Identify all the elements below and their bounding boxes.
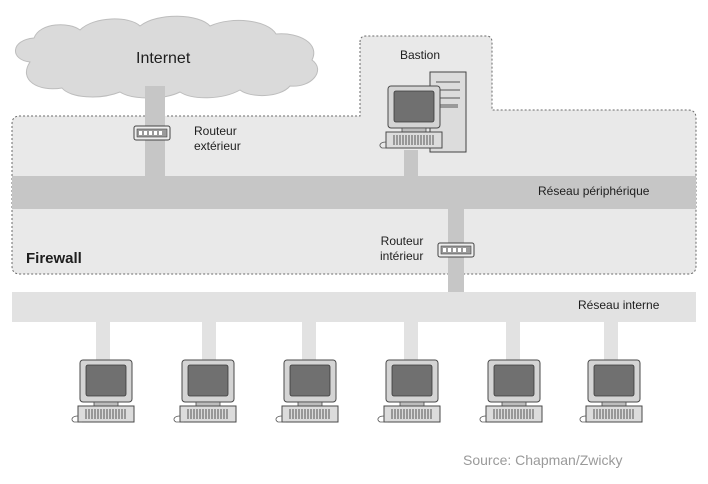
firewall-label: Firewall (26, 250, 82, 267)
internet-cloud (15, 15, 319, 99)
exterior-router-label-line1: Routeur (194, 124, 237, 138)
exterior-router-label-line2: extérieur (194, 139, 241, 153)
exterior-router-icon (133, 125, 171, 141)
workstation-icon (579, 359, 643, 423)
bastion-label: Bastion (400, 48, 441, 62)
workstation-drops (96, 322, 618, 362)
internal-network-bar (12, 292, 696, 322)
interior-router-label-line1: Routeur (380, 234, 424, 248)
exterior-router-label: Routeur extérieur (194, 124, 241, 154)
peripheral-network-bar (12, 176, 696, 209)
interior-router-icon (437, 242, 475, 258)
bastion-monitor-icon (379, 85, 443, 149)
interior-router-label-line2: intérieur (380, 249, 424, 263)
workstation-icon (275, 359, 339, 423)
workstation-icon (71, 359, 135, 423)
internet-label: Internet (136, 50, 191, 67)
workstation-icon (173, 359, 237, 423)
internal-workstations (71, 359, 643, 423)
bastion-host (379, 71, 467, 153)
bastion-link (404, 150, 418, 180)
internal-network-label: Réseau interne (578, 298, 660, 312)
firewall-zone (11, 35, 697, 275)
interior-router-label: Routeur intérieur (380, 234, 423, 264)
source-caption: Source: Chapman/Zwicky (463, 452, 623, 468)
workstation-icon (479, 359, 543, 423)
peripheral-network-label: Réseau périphérique (538, 184, 650, 198)
workstation-icon (377, 359, 441, 423)
